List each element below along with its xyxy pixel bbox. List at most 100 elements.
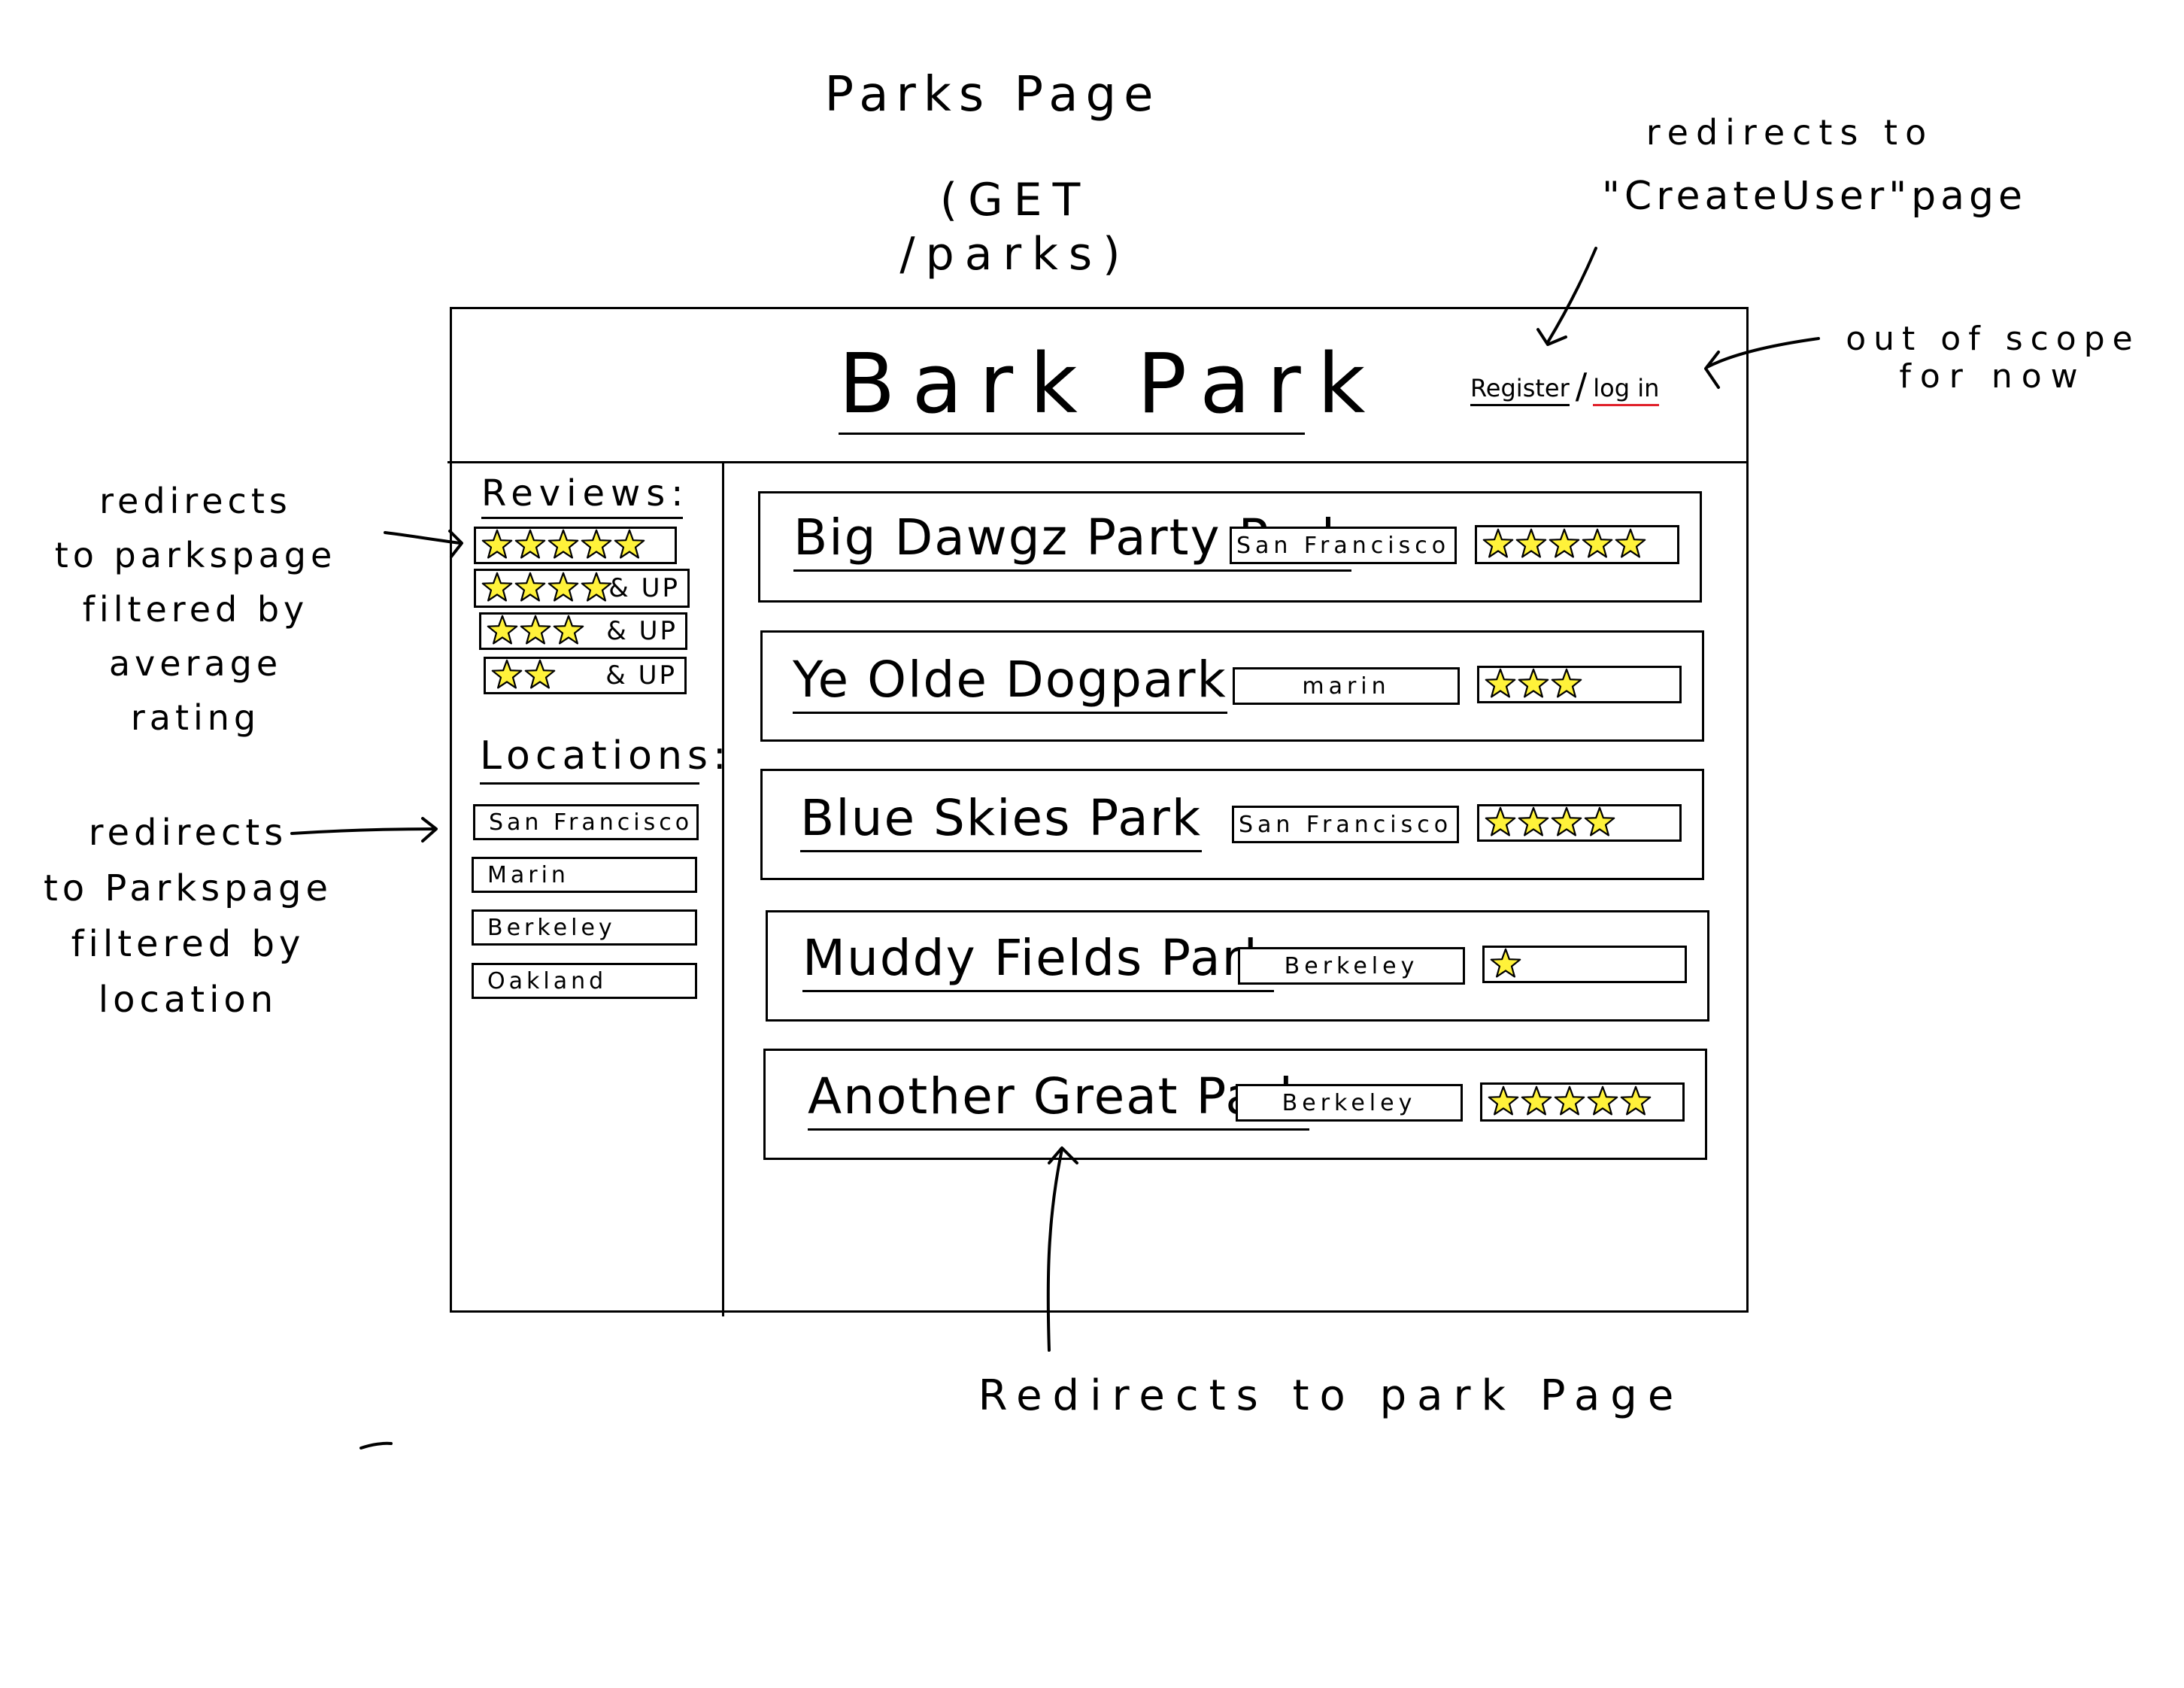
star-icon (548, 572, 579, 602)
star-icon (514, 529, 546, 559)
reviews-note-line: average (108, 643, 283, 684)
auth-separator: / (1575, 366, 1588, 406)
star-icon (481, 529, 513, 559)
star-icon (524, 659, 556, 689)
rating-filter-stars (481, 527, 646, 563)
locations-note-line: location (98, 979, 278, 1021)
star-icon (520, 615, 551, 645)
stray-mark (359, 1441, 393, 1450)
star-icon (1582, 528, 1613, 558)
park-rating (1475, 525, 1679, 564)
park-card[interactable]: Ye Olde Dogpark marin (760, 630, 1704, 742)
star-icon (1482, 528, 1514, 558)
star-rating-icon (1482, 528, 1646, 558)
rating-filter-2[interactable]: & UP (484, 657, 687, 694)
star-icon (614, 529, 645, 559)
park-name[interactable]: Muddy Fields Park (802, 929, 1274, 992)
star-icon (1518, 806, 1549, 836)
rating-filter-4[interactable]: & UP (474, 569, 690, 608)
rating-filter-5[interactable] (474, 527, 677, 564)
park-location: marin (1233, 667, 1460, 705)
locations-arrow-head (421, 817, 438, 842)
site-title[interactable]: Bark Park (839, 335, 1366, 435)
rating-filter-suffix: & UP (605, 660, 677, 691)
park-name[interactable]: Another Great Park (808, 1067, 1310, 1131)
star-rating-icon (1490, 948, 1521, 978)
location-filter-marin[interactable]: Marin (472, 857, 697, 893)
park-card[interactable]: Blue Skies Park San Francisco (760, 769, 1704, 880)
park-rating (1482, 946, 1687, 983)
star-rating-icon (481, 572, 612, 602)
park-name[interactable]: Blue Skies Park (800, 789, 1203, 852)
locations-note-line: to Parkspage (43, 867, 333, 909)
park-location: San Francisco (1230, 527, 1457, 564)
park-rating-stars (1484, 666, 1583, 703)
reviews-note: redirects to parkspage filtered by avera… (53, 474, 338, 745)
park-card[interactable]: Muddy Fields Park Berkeley (766, 910, 1709, 1022)
star-icon (1518, 668, 1549, 698)
star-icon (553, 615, 584, 645)
park-card[interactable]: Another Great Park Berkeley (763, 1049, 1707, 1160)
register-link[interactable]: Register (1470, 374, 1570, 406)
star-icon (1615, 528, 1646, 558)
star-icon (1485, 806, 1516, 836)
sidebar-divider (722, 463, 724, 1316)
star-rating-icon (1485, 668, 1582, 698)
rating-filter-stars (481, 570, 613, 606)
rating-filter-stars (486, 613, 585, 649)
star-icon (1620, 1085, 1652, 1116)
location-filter-oakland[interactable]: Oakland (472, 963, 697, 999)
park-item-note: Redirects to park Page (978, 1371, 1685, 1420)
star-icon (581, 572, 612, 602)
locations-note: redirects to Parkspage filtered by locat… (30, 805, 346, 1028)
park-rating (1477, 666, 1682, 703)
locations-note-line: filtered by (71, 923, 305, 965)
star-icon (1485, 668, 1516, 698)
park-location: Berkeley (1238, 947, 1465, 985)
star-icon (491, 659, 523, 689)
star-icon (487, 615, 518, 645)
rating-filter-suffix: & UP (606, 616, 678, 646)
reviews-note-line: filtered by (82, 589, 309, 630)
star-rating-icon (487, 615, 584, 645)
login-note-line2: for now (1899, 357, 2087, 396)
auth-links: Register / log in (1470, 366, 1660, 406)
reviews-arrow (384, 531, 462, 545)
reviews-note-line: to parkspage (54, 535, 337, 575)
rating-filter-3[interactable]: & UP (479, 612, 687, 650)
login-link[interactable]: log in (1593, 374, 1660, 406)
reviews-note-line: redirects (99, 481, 292, 521)
register-note-line1: redirects to (1646, 112, 1934, 153)
star-icon (1584, 806, 1615, 836)
park-name[interactable]: Ye Olde Dogpark (793, 651, 1227, 714)
star-icon (581, 529, 612, 559)
locations-note-line: redirects (88, 812, 288, 854)
page-route-annotation: (GET /parks) (899, 174, 1131, 281)
reviews-note-line: rating (130, 697, 261, 738)
park-card[interactable]: Big Dawgz Party Park San Francisco (758, 491, 1702, 603)
park-rating-stars (1487, 1084, 1652, 1120)
rating-filter-stars (490, 657, 557, 694)
park-rating-stars (1489, 946, 1522, 982)
location-filter-san-francisco[interactable]: San Francisco (473, 804, 699, 840)
star-icon (1490, 948, 1521, 978)
park-rating-stars (1484, 805, 1616, 841)
star-icon (1554, 1085, 1585, 1116)
locations-heading: Locations: (480, 730, 726, 785)
location-filter-berkeley[interactable]: Berkeley (472, 909, 697, 946)
reviews-heading: Reviews: (481, 470, 683, 519)
park-location: Berkeley (1236, 1084, 1463, 1122)
star-rating-icon (491, 659, 556, 689)
star-icon (1515, 528, 1547, 558)
star-icon (1549, 528, 1580, 558)
star-icon (1521, 1085, 1552, 1116)
star-icon (1551, 668, 1582, 698)
page-title-annotation: Parks Page (824, 67, 1161, 123)
star-icon (1551, 806, 1582, 836)
star-icon (481, 572, 513, 602)
park-location: San Francisco (1232, 806, 1459, 843)
park-rating-stars (1482, 527, 1647, 563)
login-note-line1: out of scope (1846, 320, 2140, 358)
star-icon (514, 572, 546, 602)
star-icon (1488, 1085, 1519, 1116)
